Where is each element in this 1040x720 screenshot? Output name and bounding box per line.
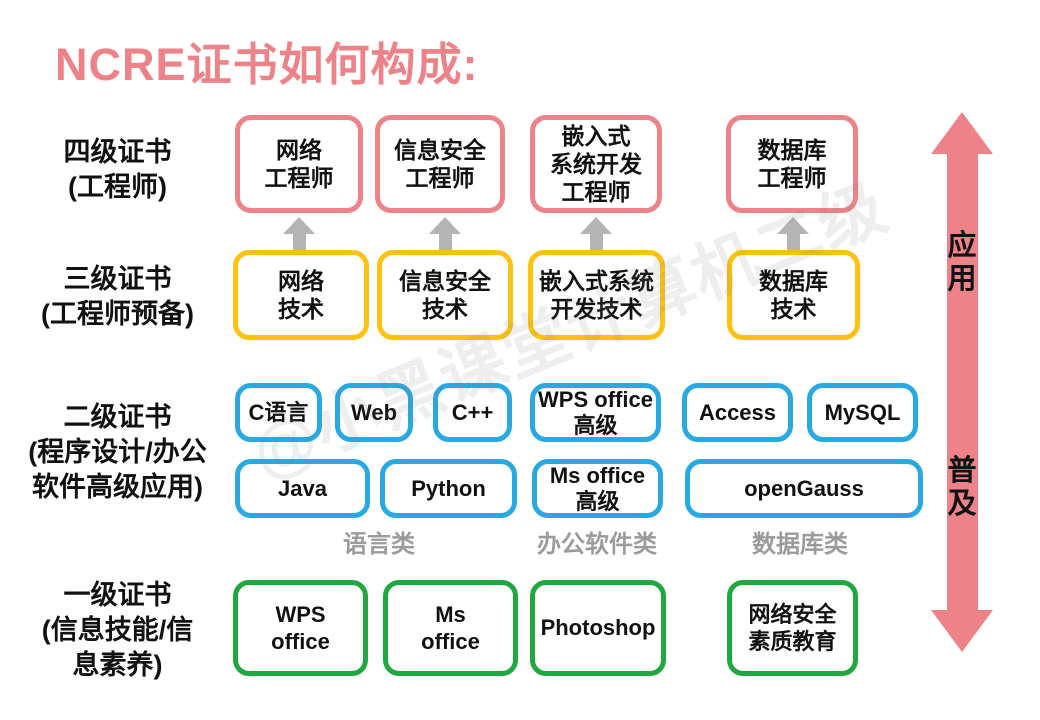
up-arrow-icon [283, 217, 315, 253]
box-network-security-education: 网络安全 素质教育 [727, 580, 858, 676]
up-arrow-icon [429, 217, 461, 253]
box-ms-office: Ms office [383, 580, 518, 676]
box-access: Access [682, 383, 793, 442]
box-wps-office-advanced: WPS office 高级 [530, 383, 661, 442]
level2-label: 二级证书 (程序设计/办公 软件高级应用) [28, 402, 207, 503]
box-cpp: C++ [433, 383, 512, 442]
box-infosec-engineer: 信息安全 工程师 [375, 115, 505, 213]
arrow-up-head-icon [931, 112, 993, 154]
box-embedded-engineer: 嵌入式 系统开发 工程师 [530, 115, 662, 213]
up-arrow-icon [580, 217, 612, 253]
box-python: Python [380, 459, 517, 518]
box-wps-office: WPS office [233, 580, 368, 676]
arrow-down-head-icon [931, 610, 993, 652]
box-ms-office-advanced: Ms office 高级 [532, 459, 663, 518]
box-opengauss: openGauss [685, 459, 923, 518]
box-database-engineer: 数据库 工程师 [726, 115, 858, 213]
level4-label: 四级证书 (工程师) [63, 137, 172, 203]
box-infosec-tech: 信息安全 技术 [377, 250, 513, 340]
category-office: 办公软件类 [537, 531, 657, 558]
level3-label: 三级证书 (工程师预备) [41, 264, 194, 330]
category-database: 数据库类 [752, 531, 848, 558]
box-web: Web [335, 383, 413, 442]
box-java: Java [235, 459, 370, 518]
page-title: NCRE证书如何构成: [55, 39, 479, 90]
box-network-tech: 网络 技术 [233, 250, 369, 340]
arrow-shaft [946, 154, 978, 610]
scale-label-top: 应用 [947, 230, 977, 296]
box-mysql: MySQL [807, 383, 918, 442]
box-c-language: C语言 [235, 383, 322, 442]
box-database-tech: 数据库 技术 [727, 250, 860, 340]
scale-arrow: 应用 普及 [931, 112, 993, 652]
category-language: 语言类 [343, 531, 415, 558]
box-network-engineer: 网络 工程师 [235, 115, 363, 213]
box-photoshop: Photoshop [530, 580, 666, 676]
level1-label: 一级证书 (信息技能/信 息素养) [41, 580, 194, 681]
box-embedded-tech: 嵌入式系统 开发技术 [528, 250, 665, 340]
scale-label-bottom: 普及 [947, 455, 977, 521]
up-arrow-icon [777, 217, 809, 253]
